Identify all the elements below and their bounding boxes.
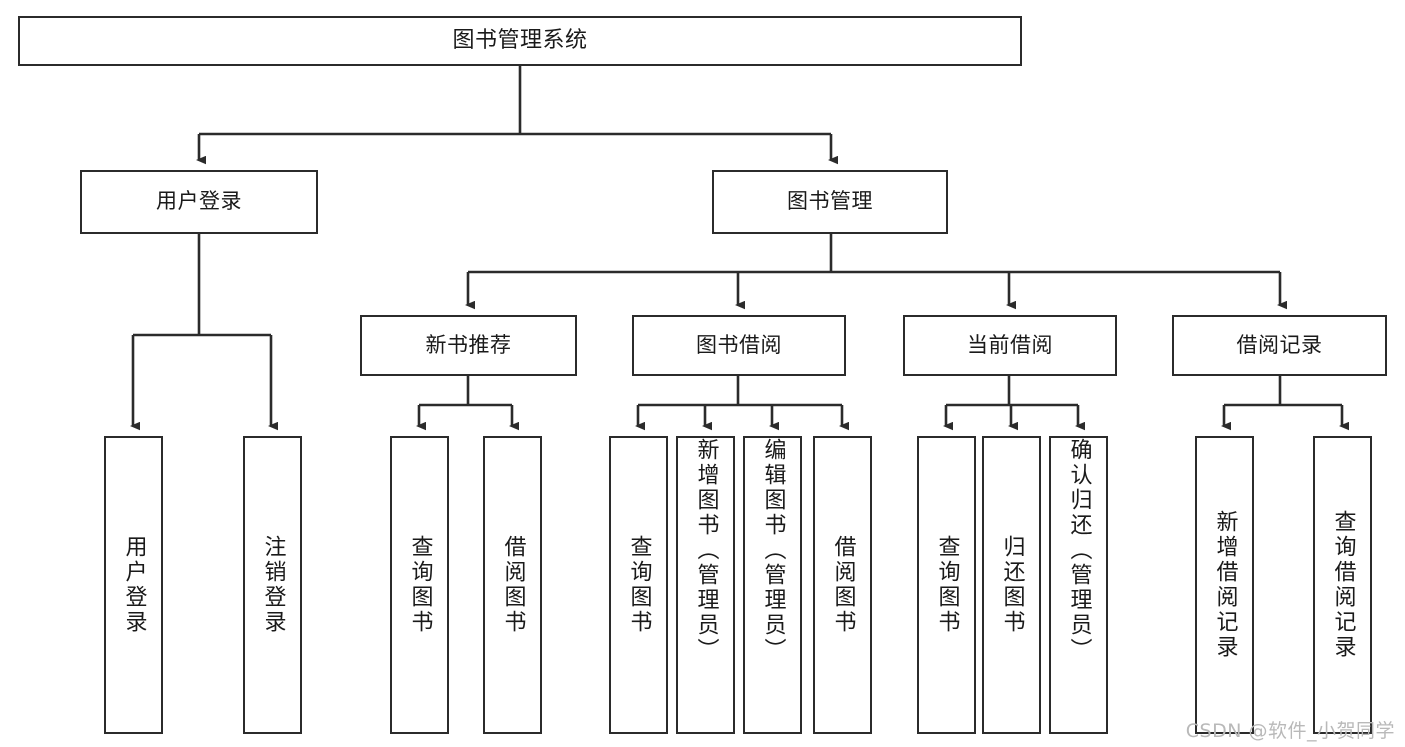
node-book-borrow[interactable]: 图书借阅 xyxy=(632,315,846,376)
node-current-borrow[interactable]: 当前借阅 xyxy=(903,315,1117,376)
node-root-label: 图书管理系统 xyxy=(452,27,588,53)
node-borrow-records[interactable]: 借阅记录 xyxy=(1172,315,1387,376)
node-book-management-label: 图书管理 xyxy=(787,189,873,214)
node-new-book-recommend-label: 新书推荐 xyxy=(425,332,512,357)
leaf-current-borrow-confirm-label: 确认归还（管理员） xyxy=(1066,438,1092,663)
leaf-user-login-logout[interactable]: 注销登录 xyxy=(243,436,302,734)
node-book-management[interactable]: 图书管理 xyxy=(712,170,948,234)
leaf-new-books-query-label: 查询图书 xyxy=(407,535,433,635)
leaf-book-borrow-add[interactable]: 新增图书（管理员） xyxy=(676,436,735,734)
leaf-current-borrow-return-label: 归还图书 xyxy=(999,535,1025,635)
leaf-new-books-borrow-label: 借阅图书 xyxy=(500,535,526,635)
leaf-book-borrow-query[interactable]: 查询图书 xyxy=(609,436,668,734)
leaf-book-borrow-add-label: 新增图书（管理员） xyxy=(693,438,719,663)
leaf-current-borrow-query-label: 查询图书 xyxy=(934,535,960,635)
leaf-book-borrow-borrow[interactable]: 借阅图书 xyxy=(813,436,872,734)
leaf-borrow-records-add-label: 新增借阅记录 xyxy=(1212,510,1238,660)
node-book-borrow-label: 图书借阅 xyxy=(696,332,782,357)
leaf-user-login-logout-label: 注销登录 xyxy=(260,535,286,635)
node-new-book-recommend[interactable]: 新书推荐 xyxy=(360,315,577,376)
leaf-book-borrow-borrow-label: 借阅图书 xyxy=(830,535,856,635)
node-current-borrow-label: 当前借阅 xyxy=(967,332,1053,357)
leaf-user-login-login[interactable]: 用户登录 xyxy=(104,436,163,734)
leaf-current-borrow-return[interactable]: 归还图书 xyxy=(982,436,1041,734)
leaf-book-borrow-edit-label: 编辑图书（管理员） xyxy=(760,438,786,663)
leaf-book-borrow-edit[interactable]: 编辑图书（管理员） xyxy=(743,436,802,734)
node-user-login[interactable]: 用户登录 xyxy=(80,170,318,234)
leaf-book-borrow-query-label: 查询图书 xyxy=(626,535,652,635)
leaf-borrow-records-add[interactable]: 新增借阅记录 xyxy=(1195,436,1254,734)
leaf-new-books-borrow[interactable]: 借阅图书 xyxy=(483,436,542,734)
leaf-new-books-query[interactable]: 查询图书 xyxy=(390,436,449,734)
leaf-user-login-login-label: 用户登录 xyxy=(121,535,147,635)
csdn-watermark: CSDN @软件_小贺同学 xyxy=(1185,720,1395,742)
leaf-borrow-records-query[interactable]: 查询借阅记录 xyxy=(1313,436,1372,734)
node-borrow-records-label: 借阅记录 xyxy=(1236,332,1323,357)
leaf-borrow-records-query-label: 查询借阅记录 xyxy=(1330,510,1356,660)
node-root[interactable]: 图书管理系统 xyxy=(18,16,1022,66)
node-user-login-label: 用户登录 xyxy=(156,189,242,214)
leaf-current-borrow-query[interactable]: 查询图书 xyxy=(917,436,976,734)
leaf-current-borrow-confirm[interactable]: 确认归还（管理员） xyxy=(1049,436,1108,734)
